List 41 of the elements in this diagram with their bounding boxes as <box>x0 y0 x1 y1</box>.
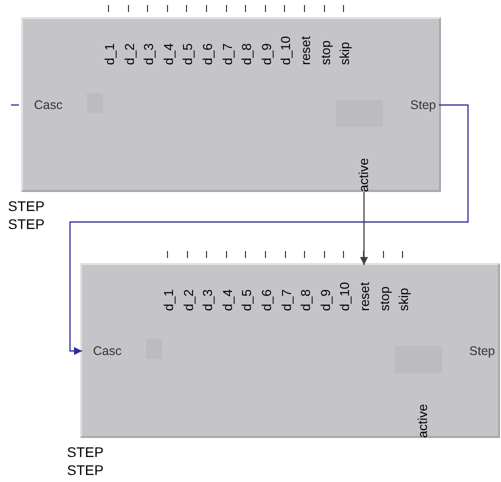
pin-label: d_9 <box>260 19 274 65</box>
function-block <box>80 263 500 438</box>
pin-label: Step <box>469 344 498 358</box>
pin-label: d_7 <box>280 265 294 311</box>
connector-line <box>11 104 19 106</box>
pin-label: active <box>416 383 430 438</box>
function-block <box>21 17 441 192</box>
pin-label: d_2 <box>182 265 196 311</box>
pin-label: d_6 <box>201 19 215 65</box>
arrow <box>360 192 368 265</box>
pin-label: d_8 <box>240 19 254 65</box>
pin-label: d_4 <box>162 19 176 65</box>
block-name: STEP <box>67 461 104 479</box>
arrow <box>69 104 469 355</box>
pin-label: d_9 <box>318 265 333 311</box>
pin-label: stop <box>318 19 333 65</box>
pin-label: d_10 <box>279 19 294 65</box>
block-name: STEP <box>67 443 104 461</box>
pin-label: d_1 <box>162 265 176 311</box>
pin-label: d_7 <box>220 19 235 65</box>
pin-label: reset <box>299 19 313 65</box>
pin-label: Casc <box>82 344 122 358</box>
pin-label: Casc <box>23 98 62 112</box>
pin-label: d_6 <box>260 265 274 311</box>
pin-label: skip <box>338 19 352 65</box>
pin-label: d_3 <box>142 19 156 65</box>
pin-label: d_3 <box>201 265 216 311</box>
pin-label: d_10 <box>338 265 352 311</box>
pin-label: d_2 <box>122 19 137 65</box>
pin-label: d_1 <box>103 19 117 65</box>
pin-label: reset <box>358 265 372 311</box>
pin-label: d_4 <box>220 265 235 311</box>
pin-label: stop <box>378 265 392 311</box>
pin-label: active <box>357 137 371 192</box>
block-name: STEP <box>8 215 45 233</box>
pin-label: d_8 <box>299 265 314 311</box>
pin-label: Step <box>410 98 439 112</box>
pin-label: d_5 <box>181 19 196 65</box>
pin-label: skip <box>397 265 412 311</box>
block-name: STEP <box>8 197 45 215</box>
pin-label: d_5 <box>240 265 254 311</box>
